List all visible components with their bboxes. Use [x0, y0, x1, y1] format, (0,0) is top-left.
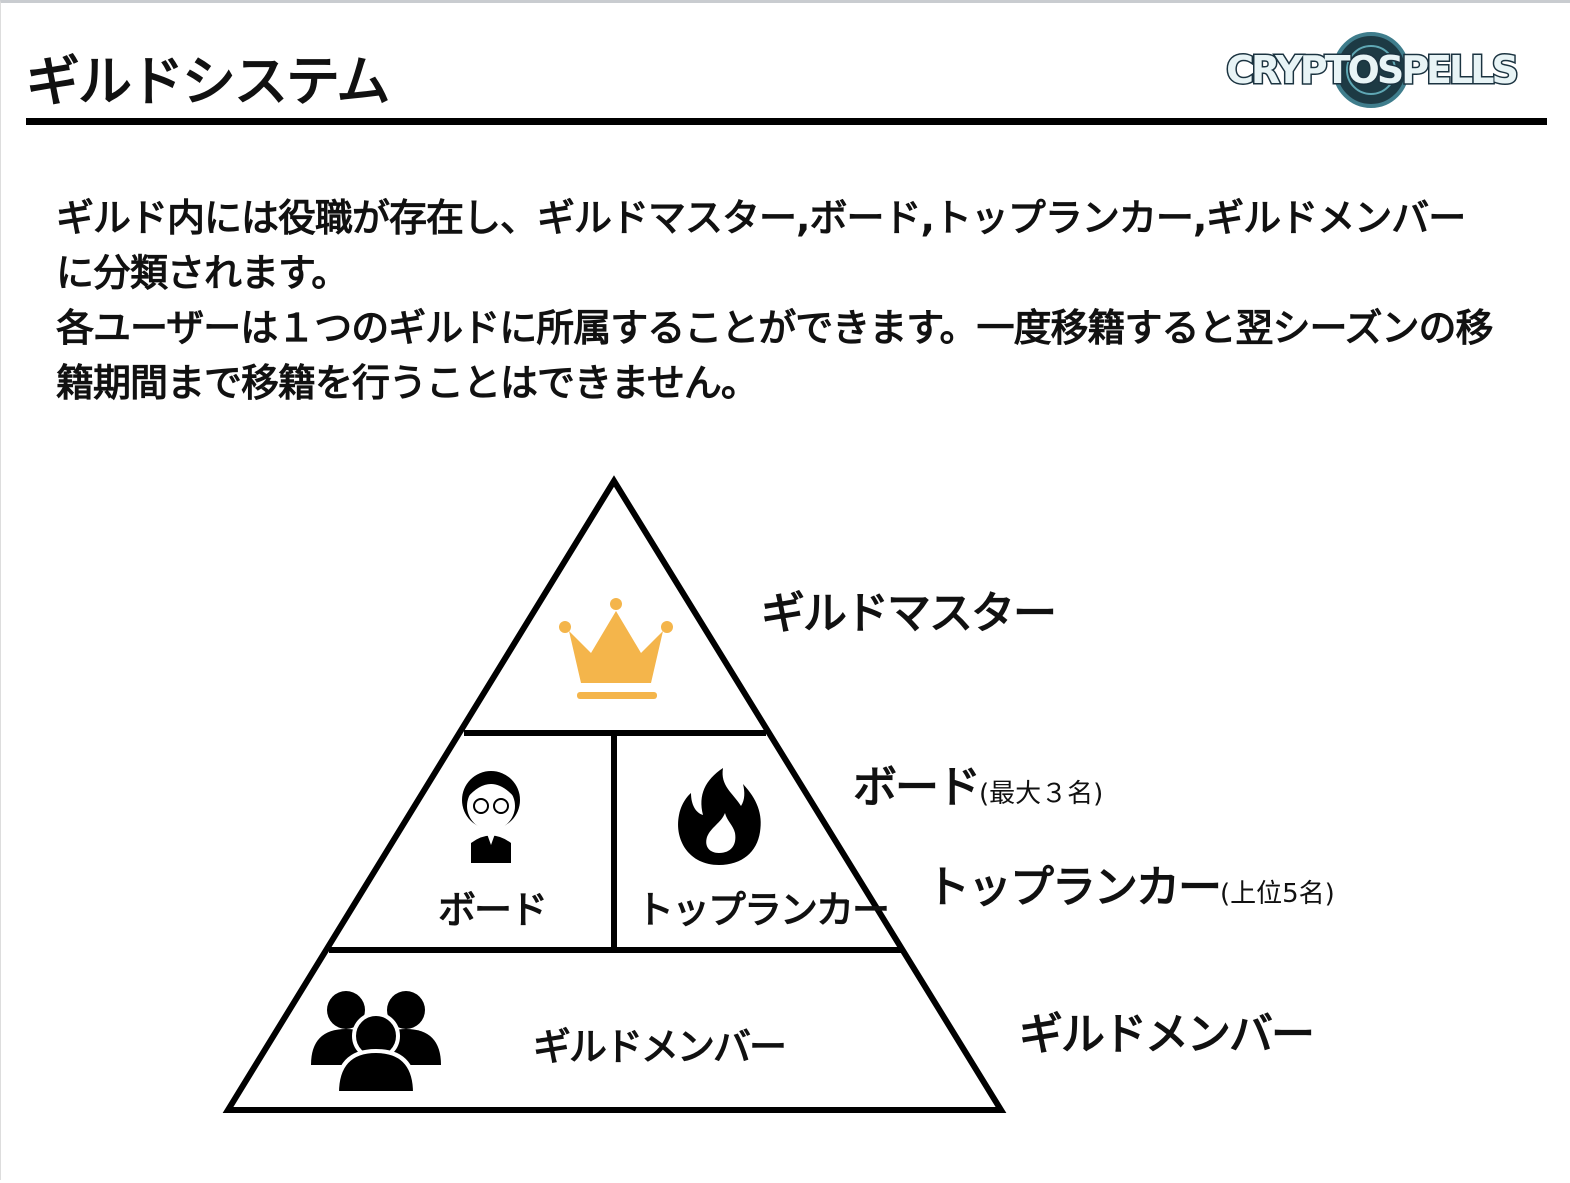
pyramid-outline [222, 475, 1007, 1113]
crown-icon [559, 598, 673, 699]
header-divider [26, 118, 1547, 125]
guild-pyramid [222, 475, 1007, 1113]
side-label-master: ギルドマスター [761, 588, 1057, 639]
side-label-member: ギルドメンバー [1019, 1009, 1315, 1060]
board-note: (最大３名) [979, 779, 1104, 809]
inner-label-board: ボード [438, 888, 548, 932]
side-label-board: ボード(最大３名) [853, 751, 1103, 815]
inner-label-top-ranker: トップランカー [636, 888, 890, 932]
description: ギルド内には役職が存在し、ギルドマスター,ボード,トップランカー,ギルドメンバー… [56, 191, 1496, 411]
cryptospells-logo: CRYPTOSPELLS [1189, 31, 1554, 113]
inner-label-member: ギルドメンバー [533, 1025, 787, 1069]
flame-icon [678, 768, 761, 865]
board-label: ボード [853, 762, 981, 813]
top-ranker-label: トップランカー [926, 862, 1222, 913]
businessman-icon [462, 771, 520, 863]
page-title: ギルドシステム [26, 50, 390, 113]
description-line-1: ギルド内には役職が存在し、ギルドマスター,ボード,トップランカー,ギルドメンバー… [56, 196, 1466, 295]
svg-text:CRYPTOSPELLS: CRYPTOSPELLS [1226, 48, 1516, 92]
description-line-2: 各ユーザーは１つのギルドに所属することができます。一度移籍すると翌シーズンの移籍… [56, 306, 1494, 405]
group-members-icon [311, 991, 441, 1095]
side-label-top-ranker: トップランカー(上位5名) [926, 851, 1335, 915]
top-ranker-note: (上位5名) [1220, 879, 1335, 909]
